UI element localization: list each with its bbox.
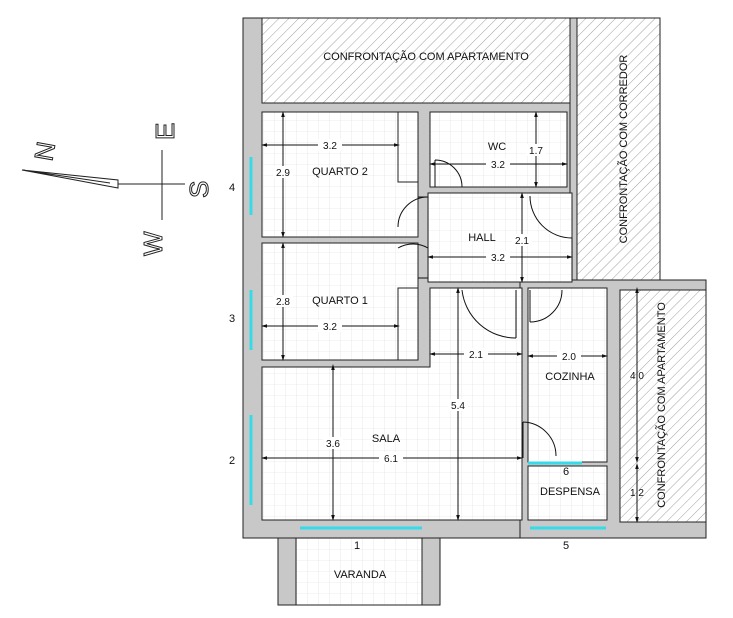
- room-cozinha: [527, 287, 608, 463]
- dim-sala-full-height: 5.4: [451, 401, 465, 412]
- dim-quarto2-height: 2.9: [276, 168, 290, 179]
- doors: [397, 159, 573, 458]
- dim-wc-height: 1.7: [529, 146, 543, 157]
- window-number-1: 1: [354, 540, 360, 552]
- compass-n: N: [28, 139, 61, 163]
- compass-needle: [21, 169, 119, 189]
- dim-quarto2-width: 3.2: [323, 141, 337, 152]
- compass-w: W: [138, 231, 168, 256]
- neighbor-top: [261, 17, 571, 104]
- dimension-labels: 3.2 2.9 3.2 1.7 2.1 3.2 3.2 2.8 2.1 5.4 …: [273, 139, 644, 499]
- neighbor-corridor-label: CONFRONTAÇÃO COM CORREDOR: [617, 55, 630, 244]
- window-number-5: 5: [563, 540, 569, 552]
- dim-quarto1-height: 2.8: [276, 297, 290, 308]
- dim-hall-width: 3.2: [491, 253, 505, 264]
- neighbor-top-label: CONFRONTAÇÃO COM APARTAMENTO: [323, 50, 529, 63]
- label-quarto2: QUARTO 2: [312, 166, 368, 178]
- dim-sala-upper-width: 2.1: [469, 350, 483, 361]
- neighbor-right: [619, 289, 707, 523]
- label-sala: SALA: [372, 433, 401, 445]
- compass-e: E: [150, 123, 180, 140]
- label-hall: HALL: [468, 232, 496, 244]
- room-varanda: [295, 537, 423, 606]
- neighbor-corridor: [576, 17, 661, 281]
- window-number-6: 6: [563, 466, 569, 478]
- dim-wc-width: 3.2: [491, 160, 505, 171]
- label-varanda: VARANDA: [334, 569, 387, 581]
- dim-quarto1-width: 3.2: [323, 322, 337, 333]
- wardrobe-quarto1: [397, 287, 419, 361]
- label-wc: WC: [488, 141, 506, 153]
- windows: [249, 157, 606, 530]
- dim-sala-height: 3.6: [326, 439, 340, 450]
- window-number-3: 3: [229, 313, 235, 325]
- wardrobe-quarto2: [397, 111, 419, 183]
- dim-cozinha-height: 4.0: [630, 371, 644, 382]
- window-number-2: 2: [229, 455, 235, 467]
- compass-s: S: [184, 181, 214, 198]
- window-number-4: 4: [229, 182, 235, 194]
- dim-sala-width: 6.1: [384, 454, 398, 465]
- room-quarto1: [261, 242, 419, 361]
- room-despensa: [527, 465, 608, 521]
- dim-despensa-height: 1.2: [630, 488, 644, 499]
- compass-rose: N E S W: [21, 122, 215, 257]
- label-quarto1: QUARTO 1: [312, 295, 368, 307]
- label-cozinha: COZINHA: [545, 371, 595, 383]
- dim-cozinha-width: 2.0: [562, 352, 576, 363]
- neighbor-right-label: CONFRONTAÇÃO COM APARTAMENTO: [655, 302, 668, 508]
- room-hall: [427, 192, 573, 283]
- dim-hall-height: 2.1: [515, 236, 529, 247]
- label-despensa: DESPENSA: [540, 486, 601, 498]
